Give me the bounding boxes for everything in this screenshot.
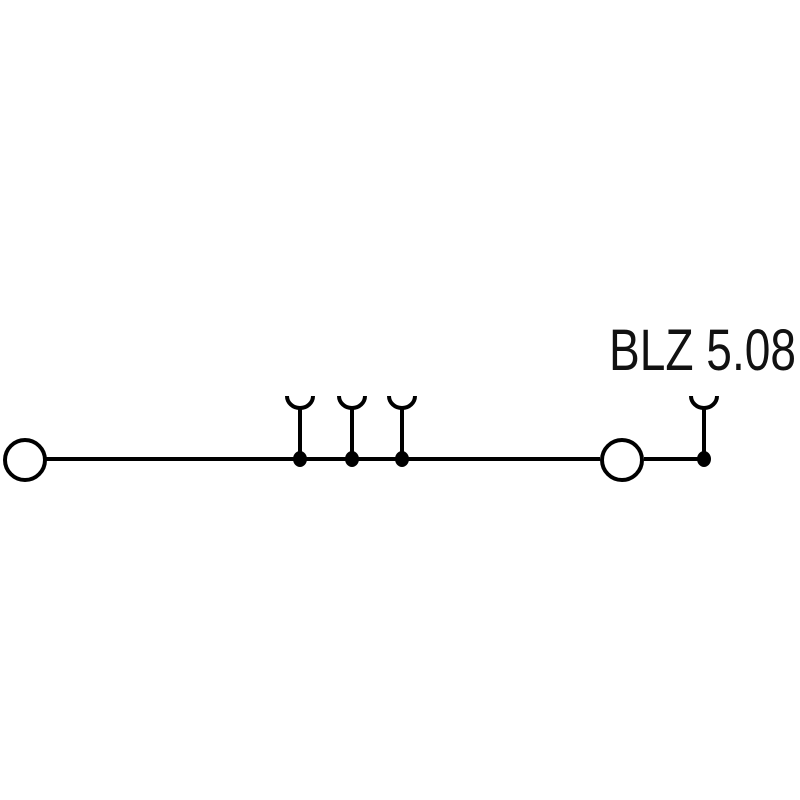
junction-dot <box>697 451 711 467</box>
plug-socket-1 <box>285 395 315 459</box>
plug-socket-2 <box>337 395 367 459</box>
product-label: BLZ 5.08 <box>609 318 796 383</box>
junction-dot <box>395 451 409 467</box>
junction-dot <box>293 451 307 467</box>
junction-dot <box>345 451 359 467</box>
right-terminal-circle <box>600 438 644 482</box>
plug-socket-4 <box>689 395 719 459</box>
plug-socket-3 <box>387 395 417 459</box>
left-terminal-circle <box>3 438 47 482</box>
